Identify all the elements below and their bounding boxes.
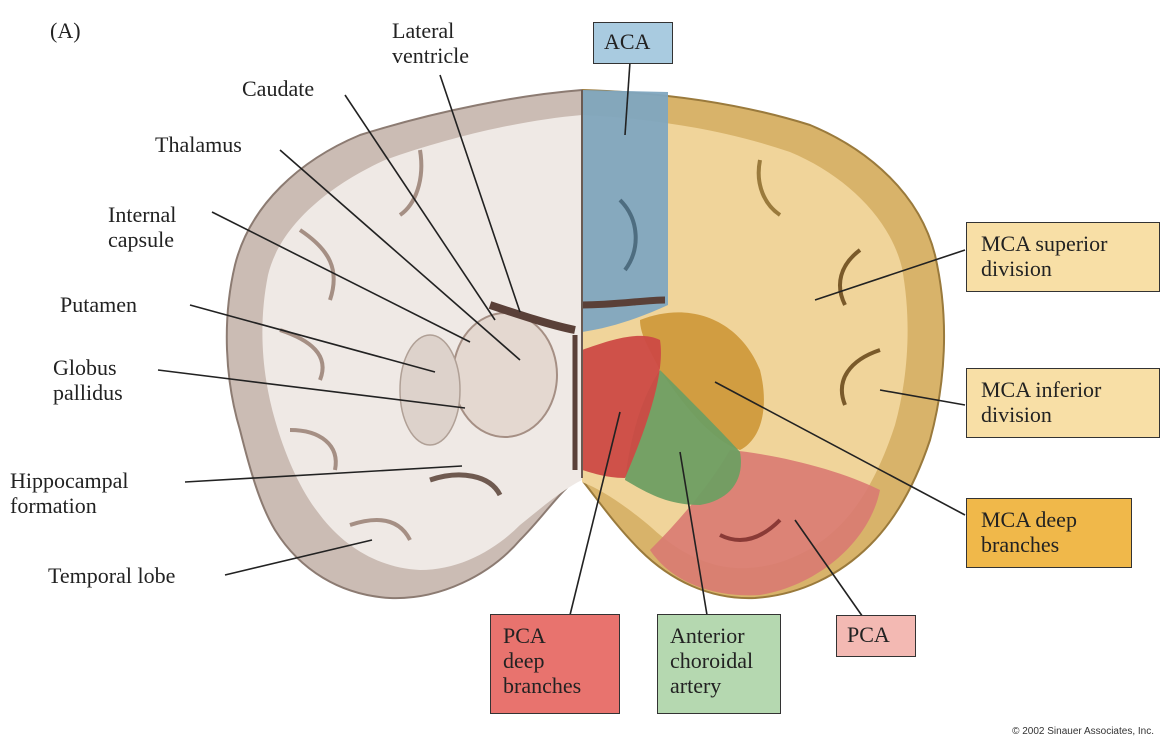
panel-label: (A)	[50, 18, 81, 43]
box-aca: ACA	[593, 22, 673, 64]
label-thalamus: Thalamus	[155, 132, 242, 157]
box-mca-superior-division: MCA superior division	[966, 222, 1160, 292]
label-hippocampal-formation: Hippocampal formation	[10, 468, 129, 518]
label-globus-pallidus: Globus pallidus	[53, 355, 123, 405]
right-hemisphere	[582, 90, 944, 598]
label-temporal-lobe: Temporal lobe	[48, 563, 175, 588]
box-pca-deep-branches: PCA deep branches	[490, 614, 620, 714]
left-putamen	[400, 335, 460, 445]
copyright-notice: © 2002 Sinauer Associates, Inc.	[1012, 726, 1154, 737]
box-pca: PCA	[836, 615, 916, 657]
label-lateral-ventricle: Lateral ventricle	[392, 18, 469, 68]
label-putamen: Putamen	[60, 292, 137, 317]
left-thalamus	[453, 313, 557, 437]
label-caudate: Caudate	[242, 76, 314, 101]
box-mca-deep-branches: MCA deep branches	[966, 498, 1132, 568]
left-hemisphere	[227, 90, 582, 598]
box-mca-inferior-division: MCA inferior division	[966, 368, 1160, 438]
box-anterior-choroidal-artery: Anterior choroidal artery	[657, 614, 781, 714]
label-internal-capsule: Internal capsule	[108, 202, 176, 252]
